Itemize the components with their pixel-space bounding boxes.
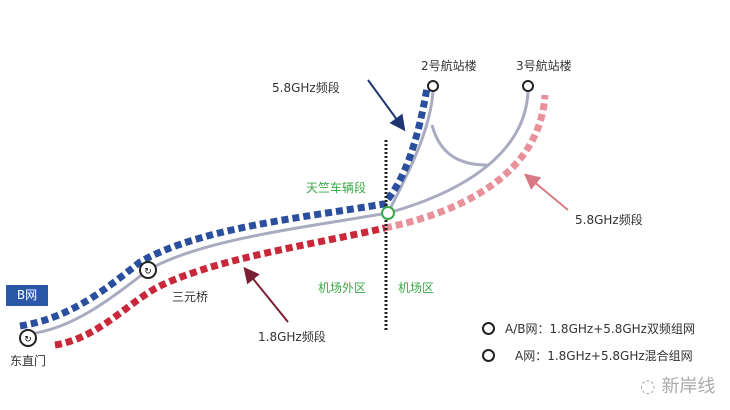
station-t3-icon	[522, 80, 534, 92]
track-t2	[386, 91, 435, 214]
station-label-sanyuanqiao: 三元桥	[172, 290, 209, 304]
arrow-red	[243, 266, 289, 323]
zone-label-inside: 机场区	[398, 281, 435, 295]
legend-text: A/B网：1.8GHz+5.8GHz双频组网	[505, 322, 695, 336]
svg-text:↻: ↻	[24, 335, 32, 345]
band-label-red: 1.8GHz频段	[258, 330, 326, 344]
band-blue-dashed	[19, 87, 431, 330]
band-label-blue: 5.8GHz频段	[272, 81, 340, 95]
station-label-tianzhu: 天竺车辆段	[306, 181, 367, 195]
b-network-badge: B网	[6, 285, 48, 306]
track-main	[27, 211, 389, 336]
arrow-blue	[367, 79, 406, 132]
track-link	[430, 124, 488, 167]
legend-text: A网：1.8GHz+5.8GHz混合组网	[515, 349, 693, 363]
station-sanyuanqiao-icon: ↻	[139, 261, 157, 279]
station-label-t2: 2号航站楼	[421, 59, 477, 73]
band-label-pink: 5.8GHz频段	[575, 213, 643, 227]
legend-item-a: A网：1.8GHz+5.8GHz混合组网	[482, 347, 693, 364]
station-label-dongzhimen: 东直门	[10, 354, 47, 368]
band-red-dashed	[54, 224, 386, 349]
watermark-text: 新岸线	[661, 376, 716, 397]
station-dongzhimen-icon: ↻	[19, 329, 37, 347]
legend-item-ab: A/B网：1.8GHz+5.8GHz双频组网	[482, 320, 695, 337]
arrow-pink	[523, 173, 569, 211]
track-t3	[387, 91, 530, 215]
legend-ring-icon	[482, 322, 495, 335]
station-label-t3: 3号航站楼	[516, 59, 572, 73]
legend-ring-icon	[482, 349, 495, 362]
zone-label-outside: 机场外区	[318, 281, 367, 295]
svg-text:↻: ↻	[144, 267, 152, 277]
station-t2-icon	[427, 80, 439, 92]
station-tianzhu-icon	[381, 206, 395, 220]
watermark: ◌ 新岸线	[640, 376, 716, 397]
